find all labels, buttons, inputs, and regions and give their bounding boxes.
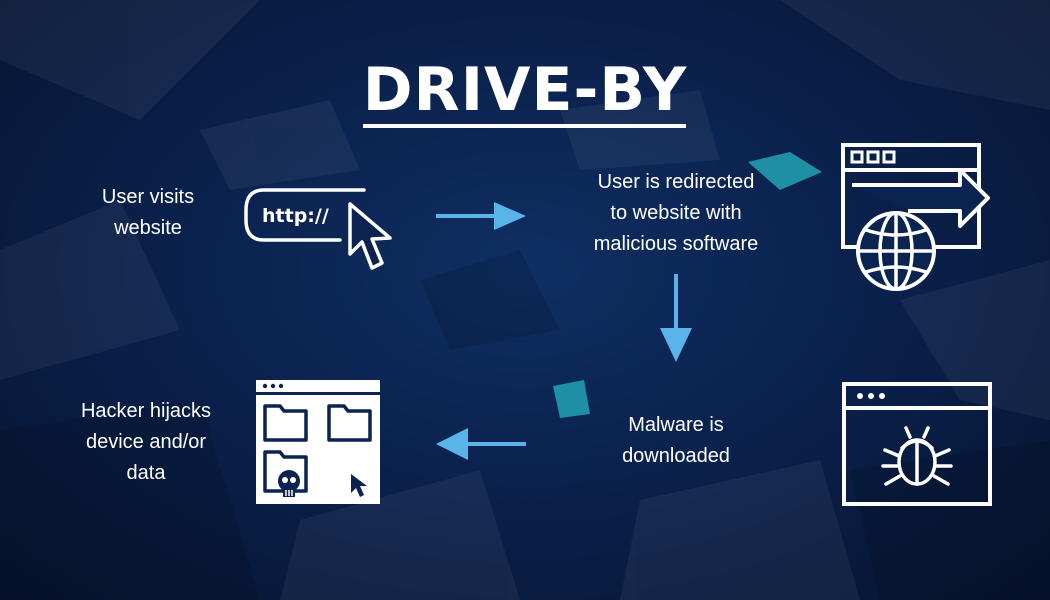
- browser-globe-redirect-icon: [841, 143, 990, 291]
- step-2-label: User is redirected to website with malic…: [593, 171, 759, 255]
- step-3-label: Malware is downloaded: [622, 414, 730, 467]
- cursor-icon: [351, 474, 367, 497]
- arrow-down: [660, 274, 692, 362]
- folder-icon: [263, 404, 308, 442]
- arrow-right: [436, 202, 526, 230]
- folder-icon: [327, 404, 372, 442]
- folder-icon: [263, 450, 308, 493]
- url-text: http://: [262, 205, 329, 227]
- hijacked-folders-icon: [256, 380, 380, 504]
- step-4-label: Hacker hijacks device and/or data: [80, 400, 212, 484]
- browser-bug-icon: [842, 382, 992, 506]
- step-1-label: User visits website: [101, 186, 195, 239]
- page-title: DRIVE-BY: [362, 55, 688, 125]
- title-underline: [363, 124, 686, 128]
- skull-icon: [278, 470, 300, 497]
- url-cursor-icon: http://: [244, 188, 392, 270]
- bug-icon: [881, 426, 953, 486]
- teal-accent-shapes: [553, 152, 822, 418]
- arrow-left: [436, 428, 526, 460]
